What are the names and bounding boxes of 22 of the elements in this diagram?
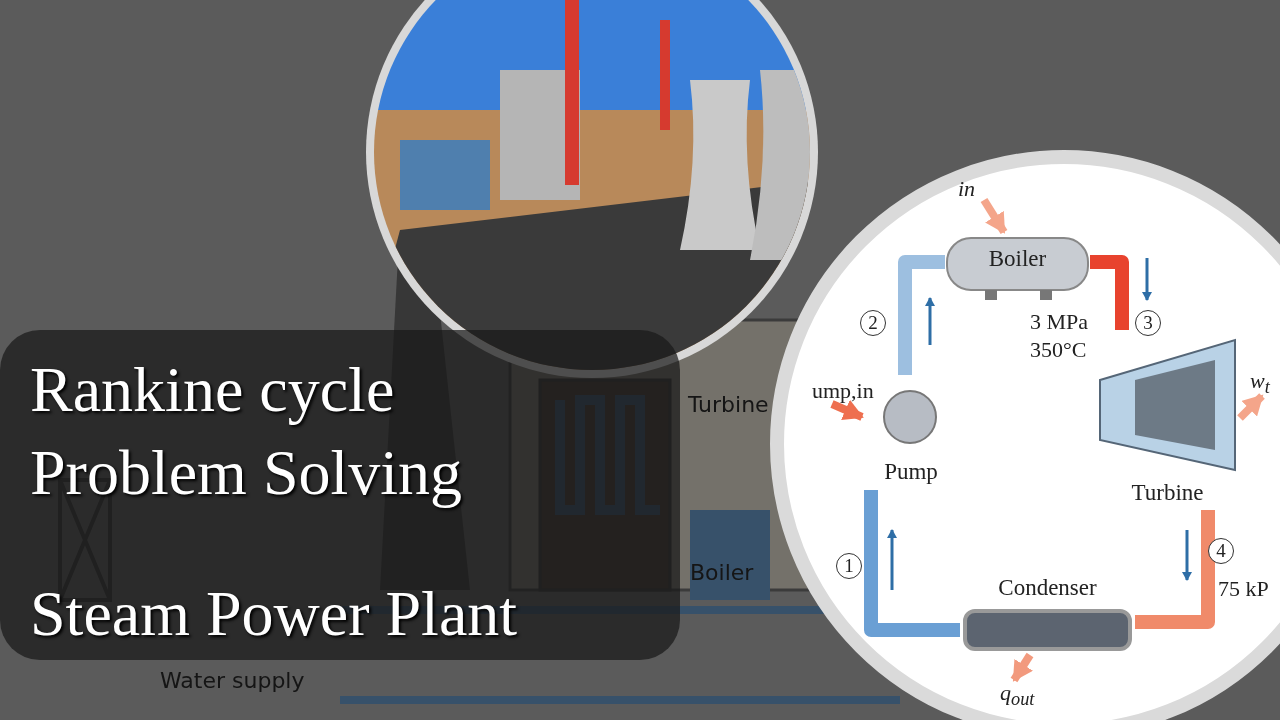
- subtitle-text: Steam Power Plant: [30, 577, 518, 651]
- state-condition: 75 kP: [1218, 576, 1269, 602]
- title-text: Rankine cycle Problem Solving: [30, 353, 464, 511]
- pipe: [864, 490, 960, 637]
- part-label: Turbine: [688, 392, 769, 417]
- heat-arrow: [1010, 652, 1034, 683]
- component-label: Pump: [883, 459, 939, 485]
- component-label: Boiler: [987, 246, 1048, 272]
- heat-arrow: [830, 399, 864, 421]
- heat-label: q$_{out}$: [1000, 680, 1052, 712]
- component-label: Condenser: [997, 575, 1098, 601]
- component-label: Turbine: [1130, 480, 1205, 506]
- pipe: [898, 255, 945, 375]
- work-label: ump,in: [812, 378, 878, 404]
- part-label: Boiler: [690, 560, 754, 585]
- state-condition: 3 MPa 350°C: [1030, 308, 1090, 363]
- pipe: [1135, 510, 1215, 629]
- heat-arrow: [1237, 393, 1265, 421]
- heat-arrow: [980, 197, 1008, 235]
- part-label: Water supply: [160, 668, 305, 693]
- work-label: w$_{t}$: [1250, 368, 1280, 396]
- heat-label: in: [958, 176, 984, 202]
